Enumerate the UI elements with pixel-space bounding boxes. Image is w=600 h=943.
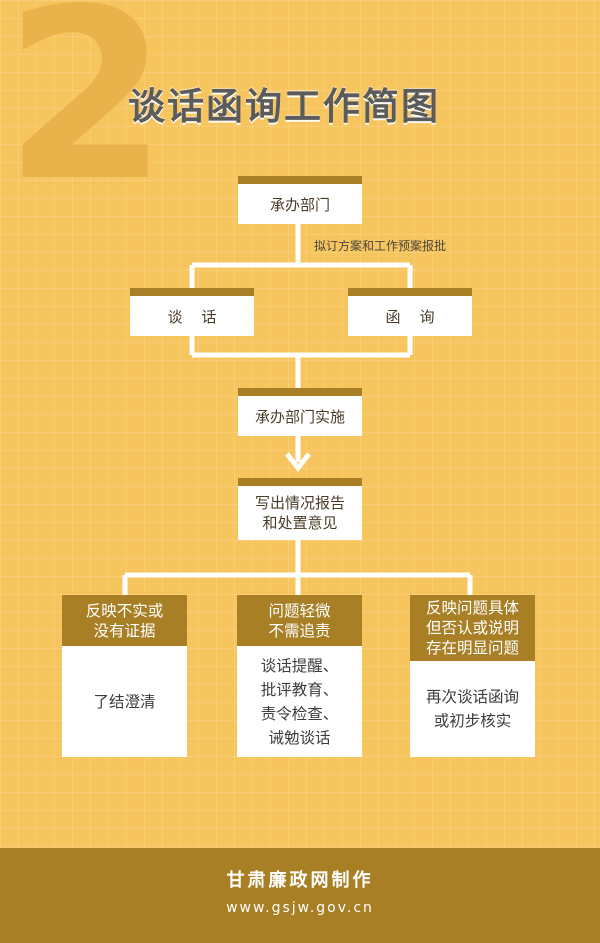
- footer-bar: 甘肃廉政网制作 www.gsjw.gov.cn: [0, 848, 600, 943]
- box-strip: [130, 288, 254, 296]
- step-undertaking-department: 承办部门: [238, 176, 362, 224]
- footer-organization: 甘肃廉政网制作: [226, 870, 374, 891]
- page-title: 谈话函询工作简图: [128, 84, 440, 128]
- section-number: 2: [4, 0, 168, 233]
- outcome-result: 谈话提醒、 批评教育、 责令检查、 诫勉谈话: [237, 646, 362, 757]
- box-strip: [238, 388, 362, 396]
- branch-inquiry: 函 询: [348, 288, 472, 336]
- outcome-result: 了结澄清: [62, 646, 187, 757]
- step-label: 承办部门实施: [254, 407, 345, 426]
- step-report: 写出情况报告 和处置意见: [238, 478, 362, 540]
- arrow-head-icon: [285, 452, 311, 473]
- box-strip: [238, 478, 362, 486]
- step-label: 承办部门: [269, 195, 330, 214]
- outcome-condition: 反映问题具体 但否认或说明 存在明显问题: [410, 595, 535, 661]
- branch-label: 谈 话: [167, 307, 217, 326]
- step-implementation: 承办部门实施: [238, 388, 362, 436]
- box-strip: [238, 176, 362, 184]
- flow-note: 拟订方案和工作预案报批: [314, 239, 447, 253]
- outcome-card-minor: 问题轻微 不需追责 谈话提醒、 批评教育、 责令检查、 诫勉谈话: [237, 595, 362, 757]
- outcome-card-unfounded: 反映不实或 没有证据 了结澄清: [62, 595, 187, 757]
- outcome-result: 再次谈话函询 或初步核实: [410, 661, 535, 757]
- step-label: 写出情况报告 和处置意见: [254, 494, 345, 532]
- outcome-condition: 反映不实或 没有证据: [62, 595, 187, 646]
- branch-talk: 谈 话: [130, 288, 254, 336]
- footer-url: www.gsjw.gov.cn: [226, 900, 374, 916]
- branch-label: 函 询: [385, 307, 435, 326]
- outcome-condition: 问题轻微 不需追责: [237, 595, 362, 646]
- outcome-card-specific: 反映问题具体 但否认或说明 存在明显问题 再次谈话函询 或初步核实: [410, 595, 535, 757]
- box-strip: [348, 288, 472, 296]
